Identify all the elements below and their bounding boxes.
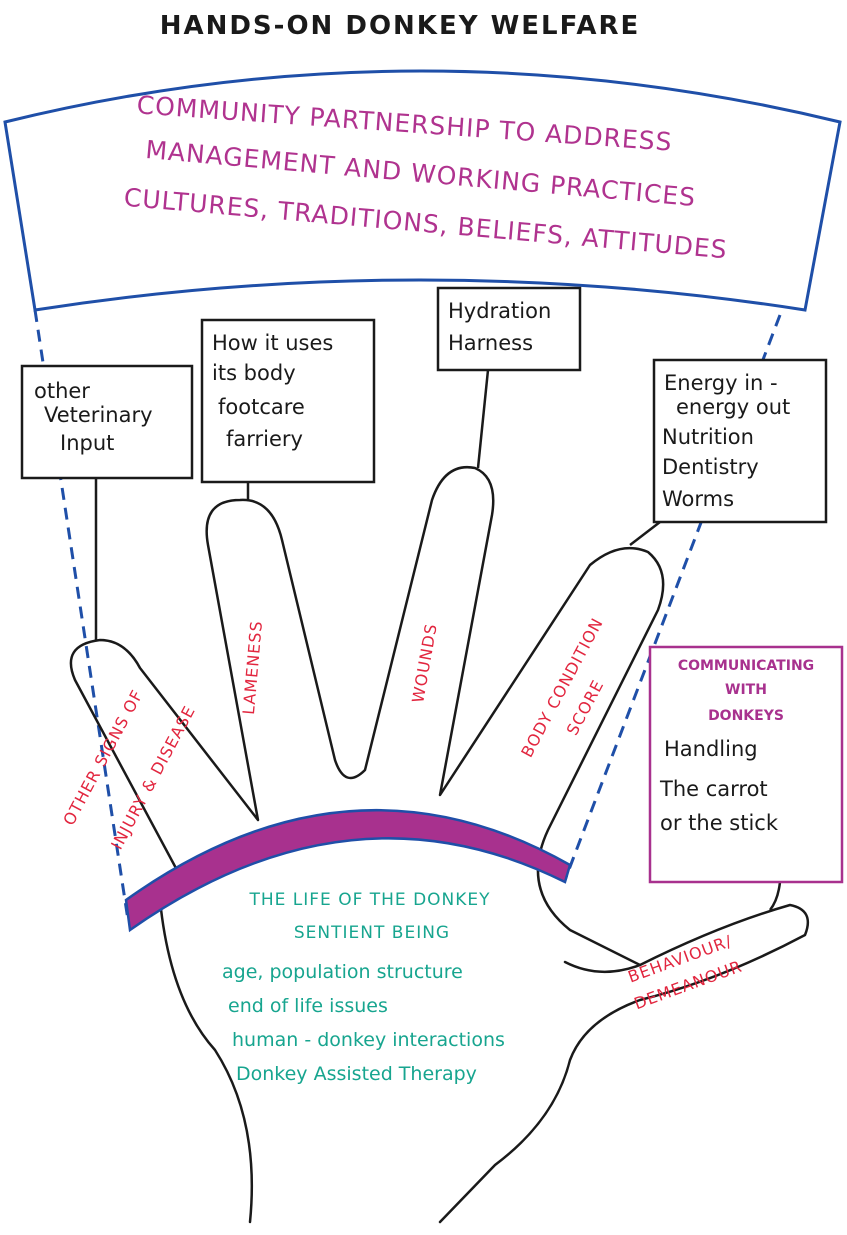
hand-outline (69, 465, 810, 1224)
palm-line-3: age, population structure (222, 961, 463, 983)
palm-line-5: human - donkey interactions (232, 1029, 505, 1051)
palm-line-6: Donkey Assisted Therapy (236, 1063, 477, 1085)
banner-box (3, 69, 842, 312)
vet-line-2: Veterinary (44, 403, 153, 427)
wrist-left-outline (158, 898, 254, 1224)
vet-input-box (20, 364, 194, 480)
communicating-connector (769, 881, 782, 911)
thumb-crease (563, 960, 642, 974)
energy-line-5: Worms (662, 487, 734, 511)
vet-line-1: other (34, 379, 90, 403)
comm-heading-1: COMMUNICATING (678, 658, 814, 674)
diagram-title: HANDS-ON DONKEY WELFARE (160, 11, 641, 41)
body-line-3: footcare (218, 395, 305, 419)
comm-line-3: or the stick (660, 811, 779, 835)
communicating-box (648, 645, 844, 884)
hydration-box (436, 286, 582, 372)
palm-heading-2: SENTIENT BEING (294, 923, 450, 943)
hydration-connector (476, 369, 490, 469)
energy-line-1: Energy in - (664, 371, 778, 395)
energy-connector (629, 521, 661, 546)
body-line-1: How it uses (212, 331, 333, 355)
nutrition-box (652, 358, 828, 524)
comm-heading-2: WITH (725, 682, 767, 698)
comm-line-2: The carrot (659, 777, 768, 801)
comm-line-1: Handling (664, 737, 758, 761)
hydration-line-1: Hydration (448, 299, 551, 323)
vet-line-3: Input (60, 431, 114, 455)
body-use-box (200, 318, 376, 484)
middle-finger-label: WOUNDS (408, 622, 441, 705)
ring-finger-label: LAMENESS (239, 620, 266, 716)
body-line-4: farriery (226, 427, 303, 451)
energy-line-3: Nutrition (662, 425, 754, 449)
hydration-line-2: Harness (448, 331, 533, 355)
body-line-2: its body (212, 361, 296, 385)
energy-line-4: Dentistry (662, 455, 759, 479)
wrist-band (124, 808, 572, 933)
comm-heading-3: DONKEYS (708, 708, 784, 724)
palm-line-4: end of life issues (228, 995, 388, 1017)
energy-line-2: energy out (676, 395, 790, 419)
palm-heading-1: THE LIFE OF THE DONKEY (248, 890, 490, 910)
